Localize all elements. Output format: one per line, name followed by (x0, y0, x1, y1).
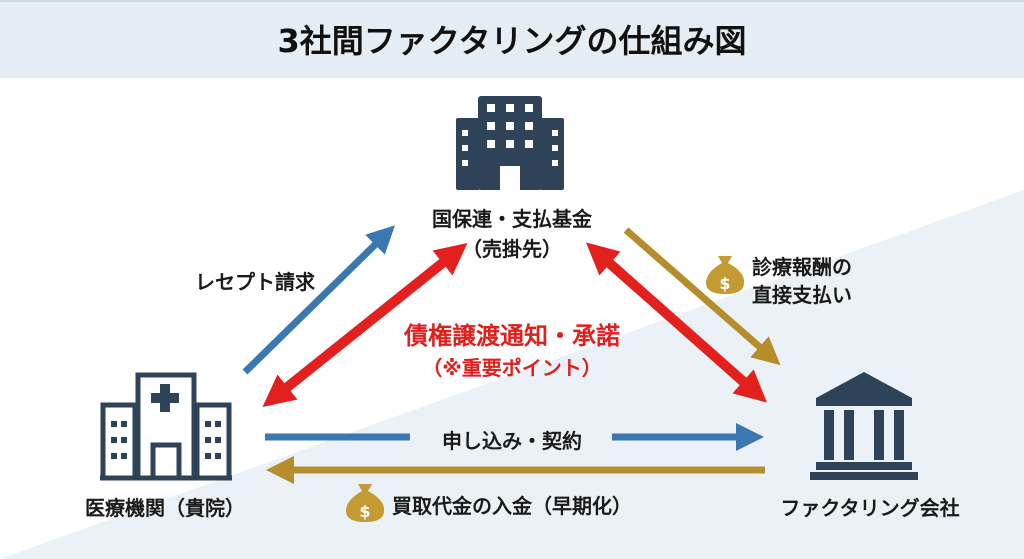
assignment-label: 債権譲渡通知・承諾 (404, 322, 620, 350)
page-title: 3社間ファクタリングの仕組み図 (277, 22, 747, 60)
office-building-icon (456, 96, 564, 190)
clinic-label: 医療機関（貴院） (85, 496, 245, 520)
assignment-arrow-right (586, 242, 767, 403)
hospital-icon (100, 372, 232, 481)
direct-payment-label-2: 直接支払い (752, 283, 852, 307)
money-bag-icon: $ (346, 484, 385, 522)
payer-label: 国保連・支払基金 (432, 207, 592, 231)
money-bag-icon: $ (706, 256, 745, 294)
assignment-note: （※重要ポイント） (422, 356, 602, 380)
factor-label: ファクタリング会社 (780, 496, 960, 520)
assignment-arrow-left (262, 243, 468, 407)
svg-text:$: $ (719, 274, 730, 293)
title-band (0, 0, 1024, 78)
svg-text:$: $ (359, 502, 370, 521)
application-label: 申し込み・契約 (442, 429, 582, 453)
direct-payment-arrow (623, 227, 781, 366)
receipt-claim-label: レセプト請求 (195, 270, 315, 294)
purchase-payment-label: 買取代金の入金（早期化） (392, 494, 632, 518)
payer-sublabel: （売掛先） (462, 237, 562, 261)
bank-icon (810, 372, 918, 480)
direct-payment-label-1: 診療報酬の (752, 255, 852, 279)
